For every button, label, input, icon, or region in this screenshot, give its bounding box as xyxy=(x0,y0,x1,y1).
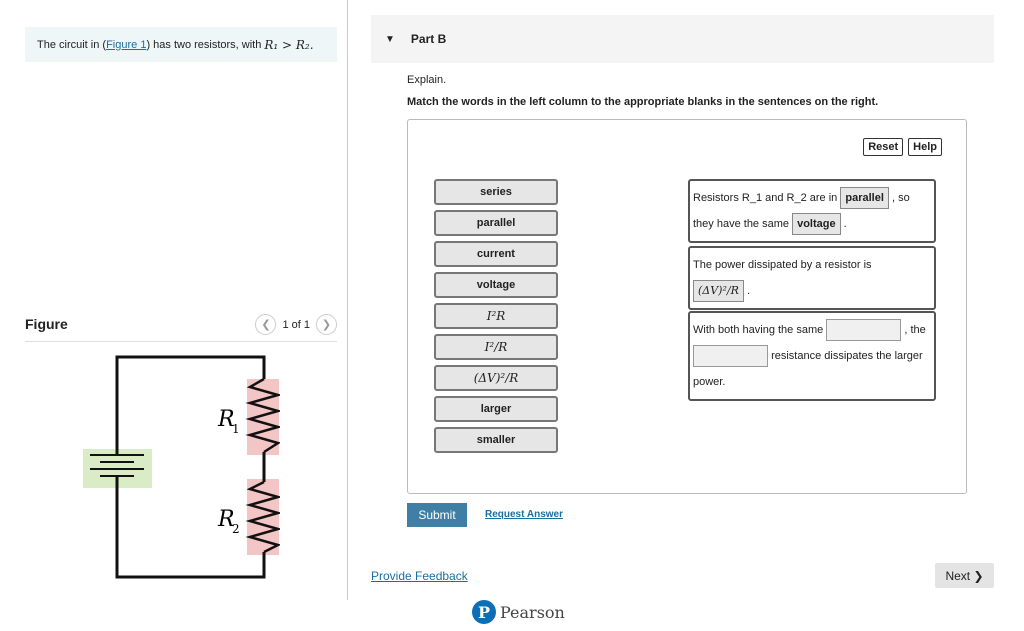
sentence-1-text-b: , so they have the same xyxy=(693,192,910,230)
prompt-text-after: ) has two resistors, with xyxy=(146,38,262,51)
r2-subscript: 2 xyxy=(232,522,240,536)
reset-button[interactable]: Reset xyxy=(863,138,904,156)
sentence-1: Resistors R_1 and R_2 are in parallel , … xyxy=(688,179,936,243)
r1-subscript: 1 xyxy=(232,422,240,436)
prev-figure-button[interactable]: ❮ xyxy=(255,314,277,335)
word-parallel[interactable]: parallel xyxy=(434,210,558,236)
empty-blank-2[interactable] xyxy=(693,345,768,368)
sentence-3-text-a: With both having the same xyxy=(693,324,824,336)
dnd-toolbar: Reset Help xyxy=(863,138,942,156)
sentence-1-text-c: . xyxy=(843,218,847,230)
pearson-brand-text: Pearson xyxy=(500,602,565,622)
help-button[interactable]: Help xyxy=(908,138,942,156)
provide-feedback-link[interactable]: Provide Feedback xyxy=(371,569,468,583)
instruction-text: Match the words in the left column to th… xyxy=(407,96,879,108)
collapse-caret-icon[interactable]: ▼ xyxy=(385,33,395,45)
r1-label: R xyxy=(217,407,235,432)
prompt-text-before: The circuit in ( xyxy=(37,38,107,51)
figure-pager: ❮ 1 of 1 ❯ xyxy=(255,314,337,335)
word-i-squared-r[interactable]: I²R xyxy=(434,303,558,329)
drag-drop-area: Reset Help series parallel current volta… xyxy=(407,119,967,494)
word-i-squared-over-r[interactable]: I²/R xyxy=(434,334,558,360)
filled-blank-power-formula[interactable]: (ΔV)²/R xyxy=(693,280,744,303)
word-current[interactable]: current xyxy=(434,241,558,267)
word-series[interactable]: series xyxy=(434,179,558,205)
sentence-1-text-a: Resistors R_1 and R_2 are in xyxy=(693,192,838,204)
next-button[interactable]: Next ❯ xyxy=(935,563,994,588)
filled-blank-voltage[interactable]: voltage xyxy=(792,213,841,236)
right-panel: ▼ Part B Explain. Match the words in the… xyxy=(349,0,1024,631)
sentence-3-text-c: resistance dissipates the larger power. xyxy=(693,350,923,388)
sentence-3: With both having the same , the resistan… xyxy=(688,311,936,401)
word-bank: series parallel current voltage I²R I²/R… xyxy=(434,179,558,458)
word-smaller[interactable]: smaller xyxy=(434,427,558,453)
word-delta-v-squared-over-r[interactable]: (ΔV)²/R xyxy=(434,365,558,391)
next-figure-button[interactable]: ❯ xyxy=(316,314,337,335)
left-panel: The circuit in ( Figure 1 ) has two resi… xyxy=(0,0,348,600)
figure-title: Figure xyxy=(25,316,68,332)
sentence-2-text-a: The power dissipated by a resistor is xyxy=(693,259,872,271)
prompt-math: R₁ > R₂. xyxy=(264,37,314,52)
part-header[interactable]: ▼ Part B xyxy=(371,15,994,63)
pearson-logo: P Pearson xyxy=(472,600,565,624)
word-larger[interactable]: larger xyxy=(434,396,558,422)
r2-label: R xyxy=(217,507,235,532)
figure-header: Figure ❮ 1 of 1 ❯ xyxy=(25,312,337,342)
sentence-3-text-b: , the xyxy=(904,324,926,336)
problem-prompt: The circuit in ( Figure 1 ) has two resi… xyxy=(25,27,337,62)
part-label: Part B xyxy=(410,32,447,46)
sentence-2: The power dissipated by a resistor is (Δ… xyxy=(688,246,936,310)
request-answer-link[interactable]: Request Answer xyxy=(485,509,563,520)
sentence-2-text-c: . xyxy=(746,285,750,297)
pager-text: 1 of 1 xyxy=(282,318,310,331)
explain-text: Explain. xyxy=(407,74,447,86)
filled-blank-parallel[interactable]: parallel xyxy=(840,187,889,210)
figure-link[interactable]: Figure 1 xyxy=(106,38,147,51)
resistor-r2-icon xyxy=(245,480,280,554)
resistor-r1-icon xyxy=(245,377,280,454)
pearson-logo-icon: P xyxy=(472,600,496,624)
empty-blank-1[interactable] xyxy=(826,319,902,342)
submit-button[interactable]: Submit xyxy=(407,503,467,527)
battery-icon xyxy=(90,442,144,492)
circuit-diagram: R 1 R 2 xyxy=(83,355,280,579)
word-voltage[interactable]: voltage xyxy=(434,272,558,298)
